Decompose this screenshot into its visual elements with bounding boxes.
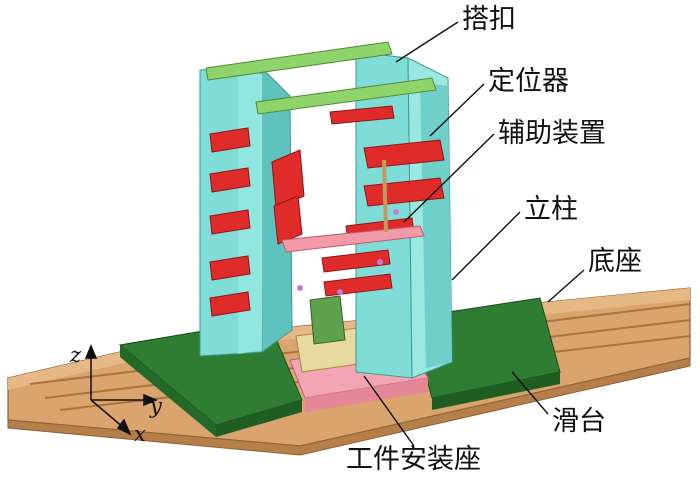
- axis-label-z: z: [69, 343, 82, 367]
- latch-bars: [205, 41, 437, 115]
- axis-triad: [84, 344, 158, 436]
- leader-lines: [363, 21, 585, 447]
- label-latch: 搭扣: [462, 4, 516, 35]
- column-right: [355, 51, 453, 379]
- label-locator: 定位器: [488, 66, 569, 97]
- label-column: 立柱: [524, 194, 578, 225]
- axis-label-x: x: [134, 422, 146, 446]
- label-auxiliary-device: 辅助装置: [498, 118, 606, 149]
- label-base: 底座: [588, 246, 642, 277]
- label-slide: 滑台: [552, 406, 606, 437]
- auxiliary-device: [281, 159, 425, 295]
- axis-label-y: y: [149, 394, 163, 418]
- locators: [209, 105, 445, 317]
- label-workpiece-seat: 工件安装座: [346, 444, 481, 475]
